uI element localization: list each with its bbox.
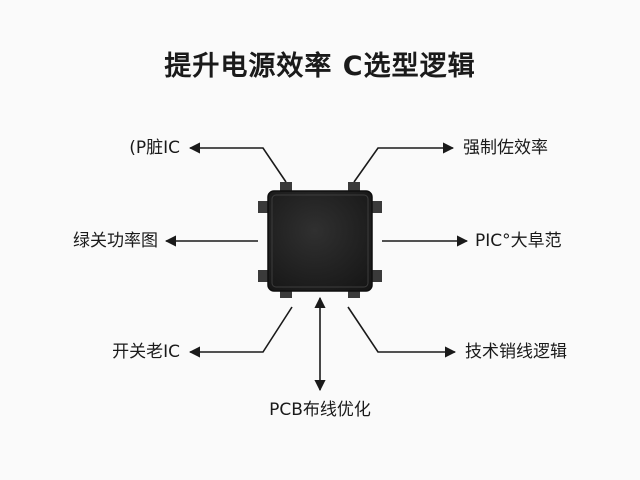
label-mid-right: PIC°大阜范 bbox=[475, 231, 562, 251]
connector-bottom-right bbox=[347, 306, 457, 358]
label-bottom-center: PCB布线优化 bbox=[269, 400, 371, 420]
label-mid-left: 绿关功率图 bbox=[73, 231, 158, 251]
label-top-left: (P脏IC bbox=[129, 138, 180, 158]
label-top-right: 强制佐效率 bbox=[463, 138, 548, 158]
chip-body bbox=[267, 190, 373, 292]
chip-body-highlight bbox=[271, 194, 369, 288]
connector-bottom-left bbox=[188, 306, 293, 358]
connector-top-left bbox=[188, 142, 287, 183]
label-bottom-left: 开关老IC bbox=[112, 342, 180, 362]
connector-top-right bbox=[353, 142, 455, 183]
label-bottom-right: 技术销线逻辑 bbox=[465, 342, 567, 362]
diagram-title: 提升电源效率 C选型逻辑 bbox=[164, 51, 476, 82]
